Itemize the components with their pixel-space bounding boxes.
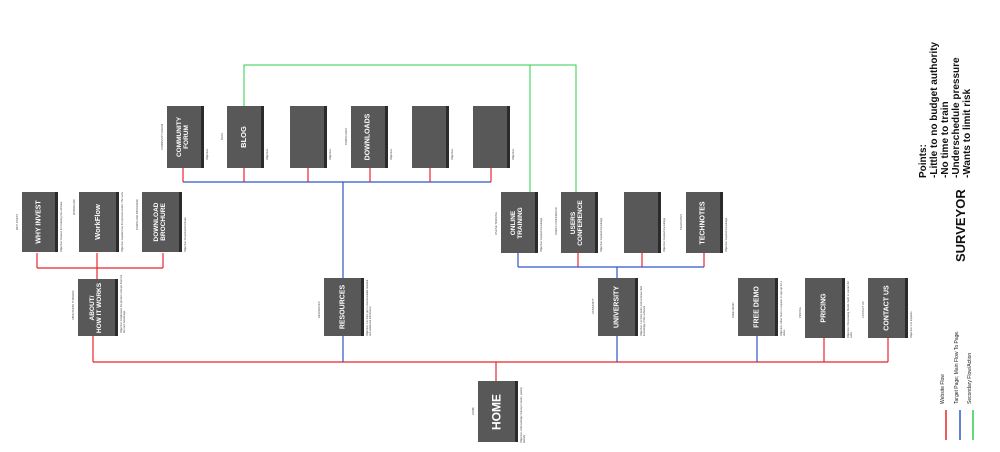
node-blank-c-objective: Objective: (512, 148, 515, 160)
legend-label-wrap-1: Target Page; Main Flow To Page. (954, 330, 960, 404)
node-community-forum-kicker: COMMUNITY FORUM (161, 123, 164, 150)
node-about-objective: Objective: Emphasize the product and get… (120, 274, 127, 333)
node-why-invest-kicker: WHY INVEST (16, 213, 19, 230)
node-about[interactable]: ABOUT/ HOW IT WORKS (78, 279, 115, 336)
node-online-training-kicker: ONLINE TRAINING (495, 212, 498, 235)
node-contact-us-kicker: CONTACT US (862, 301, 865, 318)
legend-label-wrap-0: Website Flow (940, 374, 946, 404)
node-free-demo-kicker: FREE DEMO (732, 302, 735, 318)
node-university[interactable]: UNIVERSITY (598, 278, 635, 336)
points-title: Points: (918, 144, 929, 178)
point-item: -No time to train (940, 101, 951, 178)
node-blog-kicker: BLOG (221, 132, 224, 140)
node-why-invest-label: WHY INVEST (34, 200, 42, 244)
node-blank-d-objective: Objective: Expand knowledge (663, 217, 666, 252)
node-pricing-label: PRICING (819, 293, 827, 323)
node-blog-label: BLOG (239, 126, 249, 148)
node-contact-us[interactable]: CONTACT US (868, 278, 905, 338)
node-resources-label: RESOURCES (338, 284, 346, 330)
node-pricing-kicker: PRICING (799, 307, 802, 318)
node-users-conference-kicker: USERS CONFERENCE (555, 207, 558, 235)
node-community-forum-objective: Objective: (206, 148, 209, 160)
node-home-objective: Objective: Acknowledge Surveyor needs, q… (520, 387, 527, 443)
legend-label-website-flow: Website Flow (940, 374, 946, 404)
node-download-brochure-label: DOWNLOAD BROCHURE (152, 202, 167, 242)
points-wrap: Points: -Little to no budget authority -… (918, 42, 973, 178)
node-downloads[interactable]: DOWNLOADS (351, 106, 385, 168)
legend-label-target-page: Target Page; Main Flow To Page. (954, 330, 960, 404)
node-contact-us-label: CONTACT US (882, 285, 890, 331)
node-blog[interactable]: BLOG (227, 106, 261, 168)
node-why-invest[interactable]: WHY INVEST (22, 192, 55, 252)
node-workflow-label: WorkFlow (92, 204, 102, 240)
node-about-kicker: ABOUT/HOW IT WORKS (72, 290, 75, 321)
node-why-invest-objective: Objective: Reason for reducing the softw… (60, 201, 63, 252)
node-pricing[interactable]: PRICING (805, 278, 842, 338)
node-community-forum-label: COMMUNITY FORUM (176, 116, 190, 158)
node-workflow-kicker: WORKFLOW (73, 199, 76, 215)
node-download-brochure-kicker: DOWNLOAD BROCHURE (136, 199, 139, 230)
persona-title-wrap: SURVEYOR (953, 189, 968, 262)
node-blank-b-objective: Objective: (451, 148, 454, 160)
point-item: -Wants to limit risk (962, 88, 973, 178)
node-blank-d[interactable] (624, 192, 658, 253)
node-downloads-kicker: DOWNLOADS (345, 127, 348, 145)
node-online-training-objective: Objective: Expand knowledge (540, 217, 543, 252)
node-university-kicker: UNIVERSITY (592, 298, 595, 314)
node-technotes-label: TECHNOTES (699, 200, 707, 245)
node-download-brochure[interactable]: DOWNLOAD BROCHURE (142, 192, 179, 252)
node-free-demo-label: FREE DEMO (752, 286, 760, 328)
node-resources-kicker: RESOURCES (318, 301, 321, 318)
node-technotes[interactable]: TECHNOTES (686, 192, 720, 253)
node-about-label: ABOUT/ HOW IT WORKS (88, 282, 103, 333)
node-home-label: HOME (489, 393, 504, 430)
node-university-objective: Objective: Let them learn and increase t… (640, 285, 647, 336)
node-pricing-objective: Objective: Showcasing Model / path to co… (847, 281, 854, 338)
node-download-brochure-objective: Objective: Download brochure (184, 217, 187, 252)
node-home-kicker: HOME (472, 407, 475, 415)
persona-title: SURVEYOR (953, 189, 968, 262)
node-community-forum[interactable]: COMMUNITY FORUM (167, 106, 201, 168)
legend-label-secondary-flow: Secondary Flow/Action (967, 352, 973, 404)
node-blank-a-objective: Objective: (329, 148, 332, 160)
node-university-label: UNIVERSITY (612, 285, 620, 329)
point-item: -Underschedule pressure (951, 57, 962, 178)
node-downloads-objective: Objective: (390, 148, 393, 160)
node-users-conference-objective: Objective: Expand knowledge (600, 217, 603, 252)
node-blog-objective: Objective: (266, 148, 269, 160)
secondary-flow-blog-online-training (243, 64, 531, 193)
node-contact-us-objective: Objective: For inquiries (910, 311, 913, 338)
node-blank-a[interactable] (290, 106, 324, 168)
node-blank-b[interactable] (412, 106, 446, 168)
node-blank-c[interactable] (473, 106, 507, 168)
node-resources-objective: Objective: Let them get to downloadable … (366, 279, 373, 336)
node-resources[interactable]: RESOURCES (324, 278, 361, 336)
node-free-demo[interactable]: FREE DEMO (738, 278, 775, 336)
node-users-conference-label: USERS CONFERENCE (570, 199, 584, 246)
node-users-conference[interactable]: USERS CONFERENCE (561, 192, 595, 253)
node-free-demo-objective: Objective: Allow them to request to sign… (780, 281, 787, 336)
node-technotes-kicker: TECHNOTES (680, 214, 683, 230)
node-workflow[interactable]: WorkFlow (79, 192, 116, 252)
legend-label-wrap-2: Secondary Flow/Action (967, 353, 973, 404)
node-home[interactable]: HOME (478, 381, 515, 442)
node-online-training[interactable]: ONLINE TRAINING (501, 192, 535, 253)
node-downloads-label: DOWNLOADS (364, 113, 372, 161)
node-online-training-label: ONLINE TRAINING (510, 206, 524, 239)
point-item: -Little to no budget authority (929, 41, 940, 178)
node-technotes-objective: Objective: Expand knowledge (725, 217, 728, 252)
node-workflow-objective: Objective: Explain how the process works… (121, 192, 124, 252)
persona-points: Points: -Little to no budget authority -… (918, 42, 973, 178)
